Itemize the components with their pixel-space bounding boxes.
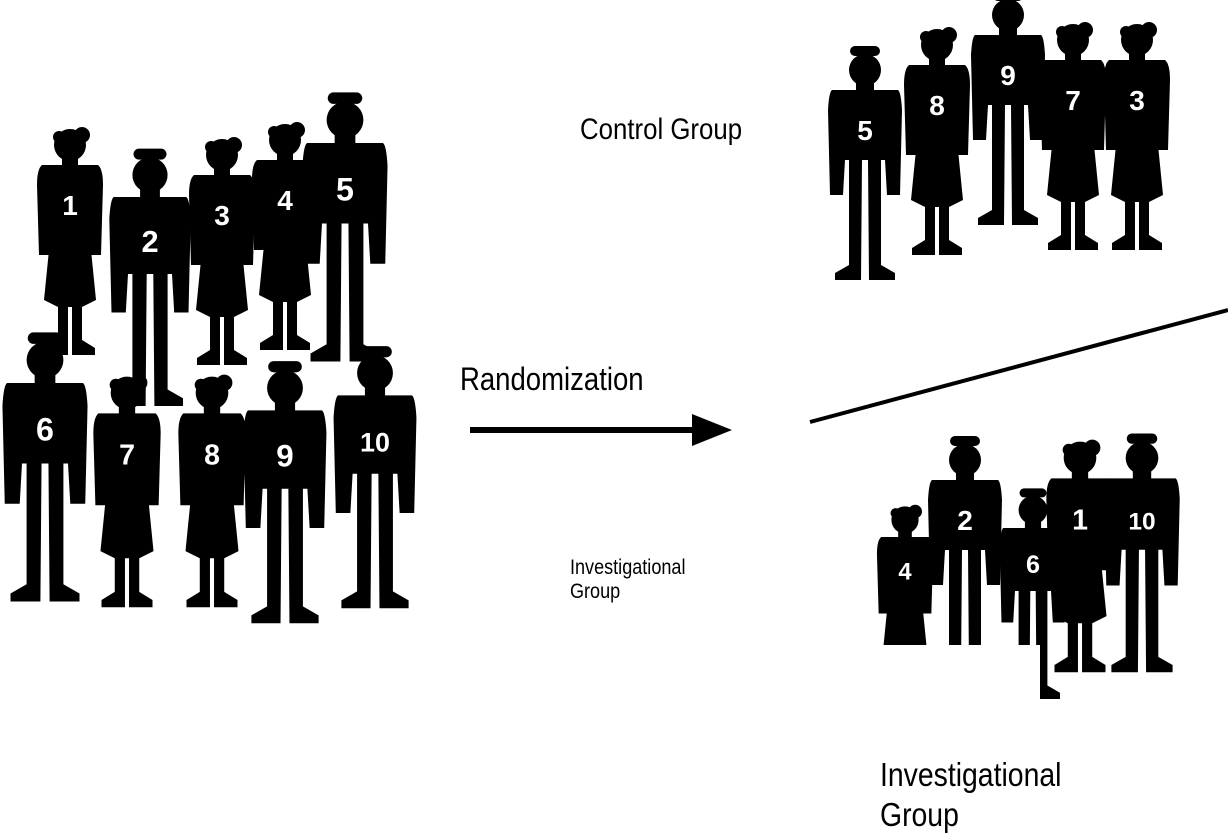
person-figure-8: 8 [904, 27, 970, 255]
person-figure-6: 6 [2, 332, 88, 602]
person-number: 4 [898, 559, 912, 586]
control-group-label: Control Group [580, 113, 743, 146]
person-number: 9 [1000, 60, 1016, 91]
person-silhouette [243, 361, 327, 624]
person-number: 8 [929, 90, 945, 121]
person-silhouette [928, 436, 1002, 670]
person-number: 5 [336, 172, 354, 208]
person-figure-2: 2 [109, 148, 191, 407]
person-figure-3: 3 [189, 137, 255, 365]
person-figure-7: 7 [93, 374, 161, 608]
person-number: 6 [1026, 551, 1040, 579]
person-silhouette [333, 346, 417, 609]
person-number: 8 [204, 439, 220, 471]
person-figure-3: 3 [1104, 22, 1170, 250]
person-number: 3 [1129, 85, 1145, 116]
person-figure-9: 9 [971, 0, 1045, 225]
person-number: 1 [62, 190, 78, 221]
person-figure-2: 2 [928, 436, 1002, 670]
person-number: 5 [857, 115, 873, 146]
person-number: 10 [1128, 508, 1155, 535]
divider-line [809, 308, 1228, 424]
person-figure-10: 10 [333, 346, 417, 609]
person-figure-1: 1 [1046, 439, 1114, 673]
person-silhouette [178, 374, 246, 608]
person-figure-5: 5 [828, 46, 902, 280]
person-figure-7: 7 [1040, 22, 1106, 250]
person-figure-5: 5 [302, 92, 388, 362]
person-silhouette [93, 374, 161, 608]
person-silhouette [109, 148, 191, 407]
person-silhouette [302, 92, 388, 362]
person-number: 2 [141, 224, 158, 259]
person-number: 1 [1072, 504, 1088, 536]
person-figure-8: 8 [178, 374, 246, 608]
person-number: 3 [214, 200, 230, 231]
control-group-figures: 5 8 9 7 3 [828, 0, 1170, 280]
person-silhouette [1104, 22, 1170, 250]
person-number: 4 [277, 185, 293, 216]
randomization-label: Randomization [460, 361, 644, 397]
label-line: Investigational [880, 756, 1062, 793]
person-silhouette [1040, 22, 1106, 250]
person-silhouette [189, 137, 255, 365]
person-silhouette [828, 46, 902, 280]
investigational-group-label-large: Investigational Group [880, 755, 1121, 835]
label-line: Group [880, 796, 959, 833]
person-silhouette [2, 332, 88, 602]
person-silhouette [971, 0, 1045, 225]
person-number: 2 [957, 505, 973, 536]
person-number: 10 [360, 427, 390, 457]
person-number: 9 [276, 438, 293, 473]
person-silhouette [1104, 433, 1180, 673]
person-figure-1: 1 [37, 127, 103, 355]
crop-mask [860, 645, 1040, 705]
person-figure-4: 4 [252, 122, 318, 350]
person-number: 6 [36, 412, 54, 448]
population-group: 1 2 3 4 5 6 7 8 9 10 [2, 92, 417, 624]
label-line: Investigational [570, 556, 686, 579]
label-line: Group [570, 580, 621, 603]
person-number: 7 [1065, 85, 1081, 116]
person-figure-9: 9 [243, 361, 327, 624]
person-number: 7 [119, 439, 135, 471]
person-silhouette [1046, 439, 1114, 673]
person-figure-10: 10 [1104, 433, 1180, 673]
person-figure-6: 6 [999, 488, 1067, 699]
person-silhouette [904, 27, 970, 255]
investigational-group-figures: 4 2 6 1 10 [860, 433, 1180, 705]
investigational-group-label-small: Investigational Group [570, 556, 742, 604]
person-figure-4: 4 [876, 504, 934, 699]
person-silhouette [37, 127, 103, 355]
randomization-arrow-head [692, 414, 732, 446]
